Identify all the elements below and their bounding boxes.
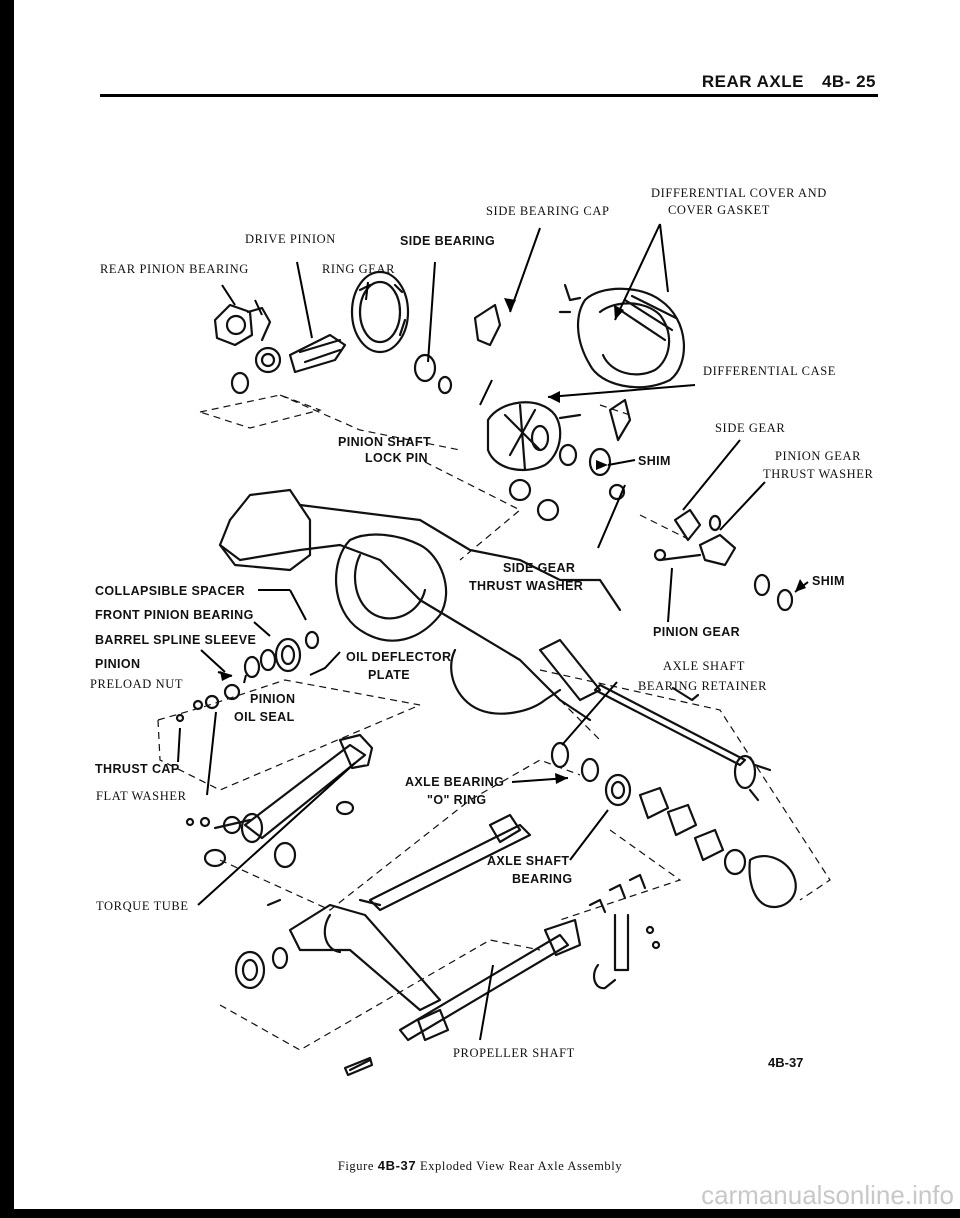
caption-title: Exploded View Rear Axle Assembly xyxy=(419,1159,623,1173)
propeller-shaft-drawing xyxy=(234,813,661,1077)
label-ring-gear: RING GEAR xyxy=(322,262,396,276)
label-axle-shaft-bearing-retainer-line1: AXLE SHAFT xyxy=(663,659,746,673)
label-oil-deflector-plate-line2: PLATE xyxy=(368,668,411,682)
label-pinion-gear: PINION GEAR xyxy=(653,625,741,639)
figure-caption: Figure 4B-37 Exploded View Rear Axle Ass… xyxy=(0,1158,960,1174)
label-pinion-shaft-lock-pin-line1: PINION SHAFT xyxy=(338,435,431,449)
label-side-gear-thrust-washer-line1: SIDE GEAR xyxy=(503,561,576,575)
header-section: REAR AXLE xyxy=(701,72,804,91)
label-pinion-preload-nut-line2: PRELOAD NUT xyxy=(90,677,184,691)
differential-case-drawing xyxy=(413,303,632,522)
bottom-page-border xyxy=(0,1209,960,1218)
label-differential-cover-line2: COVER GASKET xyxy=(668,203,770,217)
figure-number: 4B-37 xyxy=(768,1055,804,1070)
watermark: carmanualsonline.info xyxy=(701,1180,954,1210)
label-pinion-shaft-lock-pin-line2: LOCK PIN xyxy=(365,451,428,465)
axle-shaft-drawing xyxy=(550,683,797,908)
label-differential-cover-line1: DIFFERENTIAL COVER AND xyxy=(651,186,827,200)
label-axle-bearing-o-ring-line1: AXLE BEARING xyxy=(405,775,505,789)
label-axle-shaft-bearing-line1: AXLE SHAFT xyxy=(487,854,570,868)
label-side-gear-thrust-washer-line2: THRUST WASHER xyxy=(469,579,584,593)
label-side-bearing: SIDE BEARING xyxy=(400,234,496,248)
label-differential-case: DIFFERENTIAL CASE xyxy=(703,364,837,378)
label-axle-bearing-o-ring-line2: "O" RING xyxy=(427,793,487,807)
label-pinion-preload-nut-line1: PINION xyxy=(95,657,141,671)
label-side-bearing-cap: SIDE BEARING CAP xyxy=(486,204,610,218)
label-flat-washer: FLAT WASHER xyxy=(96,789,187,803)
caption-number: 4B-37 xyxy=(377,1158,417,1173)
caption-prefix: Figure xyxy=(337,1159,375,1173)
label-shim-upper: SHIM xyxy=(638,454,671,468)
label-pinion-gear-thrust-washer-line2: THRUST WASHER xyxy=(763,467,874,481)
differential-cover-drawing xyxy=(558,283,686,389)
label-pinion-gear-thrust-washer-line1: PINION GEAR xyxy=(775,449,862,463)
label-axle-shaft-bearing-retainer-line2: BEARING RETAINER xyxy=(638,679,768,693)
label-barrel-spline-sleeve: BARREL SPLINE SLEEVE xyxy=(95,633,257,647)
label-pinion-oil-seal-line1: PINION xyxy=(250,692,296,706)
label-side-gear: SIDE GEAR xyxy=(715,421,786,435)
label-collapsible-spacer: COLLAPSIBLE SPACER xyxy=(95,584,246,598)
label-rear-pinion-bearing: REAR PINION BEARING xyxy=(100,262,249,276)
pinion-ring-gear-drawing xyxy=(213,270,410,395)
label-axle-shaft-bearing-line2: BEARING xyxy=(512,872,573,886)
label-pinion-oil-seal-line2: OIL SEAL xyxy=(234,710,295,724)
page-header: REAR AXLE 4B- 25 xyxy=(684,72,876,92)
label-propeller-shaft: PROPELLER SHAFT xyxy=(453,1046,575,1060)
left-page-border xyxy=(0,0,14,1218)
axle-housing-drawing xyxy=(218,488,622,722)
label-thrust-cap: THRUST CAP xyxy=(95,762,180,776)
label-oil-deflector-plate-line1: OIL DEFLECTOR xyxy=(346,650,452,664)
label-torque-tube: TORQUE TUBE xyxy=(96,899,189,913)
side-pinion-gear-drawing xyxy=(653,508,794,612)
torque-tube-drawing xyxy=(185,733,374,869)
label-front-pinion-bearing: FRONT PINION BEARING xyxy=(95,608,254,622)
header-rule xyxy=(100,94,878,97)
header-page-number: 4B- 25 xyxy=(821,72,876,91)
label-drive-pinion: DRIVE PINION xyxy=(245,232,336,246)
label-shim-right: SHIM xyxy=(812,574,845,588)
